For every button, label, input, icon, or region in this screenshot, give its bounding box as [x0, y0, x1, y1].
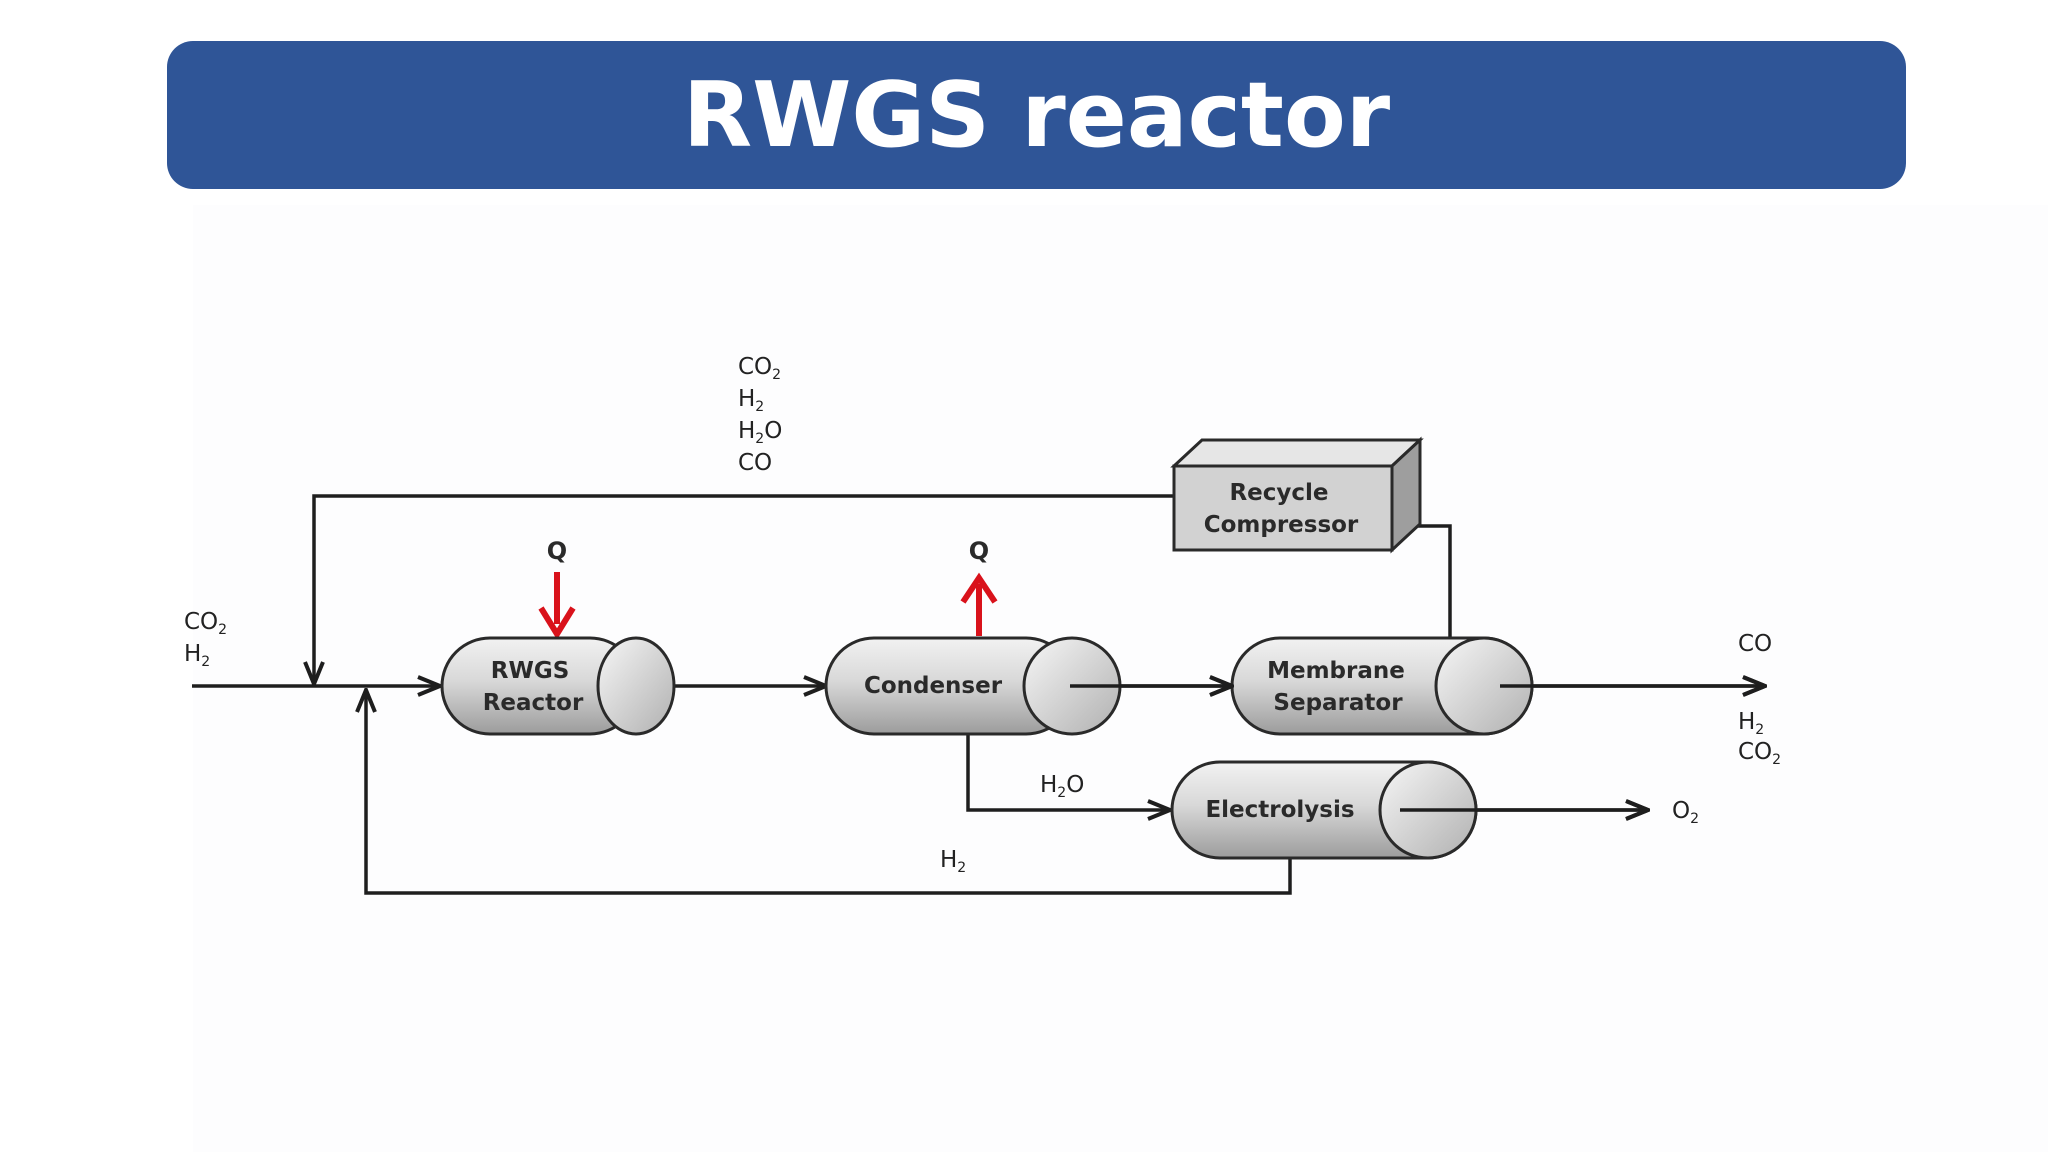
- recycle-compressor-label-2: Compressor: [1204, 512, 1359, 538]
- oxygen-label: O2: [1672, 798, 1699, 827]
- product-label-co: CO: [1738, 631, 1772, 657]
- condensate-stream-line: [966, 734, 1170, 810]
- recycle-compressor-label-1: Recycle: [1229, 480, 1328, 506]
- product-label-h2: H2: [1738, 709, 1764, 738]
- membrane-separator-unit: [1230, 636, 1534, 736]
- hydrogen-return-label: H2: [940, 847, 966, 876]
- slide-title: RWGS reactor: [682, 62, 1391, 168]
- recycle-label-h2: H2: [738, 386, 764, 415]
- recycle-compressor-unit: [1170, 436, 1424, 554]
- recycle-stream-line: [314, 494, 1175, 684]
- electrolysis-label: Electrolysis: [1205, 797, 1354, 823]
- feed-label-h2: H2: [184, 641, 210, 670]
- membrane-separator-label-2: Separator: [1273, 690, 1403, 716]
- condensate-label-h2o: H2O: [1040, 772, 1084, 801]
- membrane-separator-label-1: Membrane: [1267, 658, 1405, 684]
- reactor-heat-label: Q: [547, 537, 567, 565]
- recycle-label-co: CO: [738, 450, 772, 476]
- rwgs-reactor-label-1: RWGS: [491, 658, 570, 684]
- rwgs-reactor-label-2: Reactor: [483, 690, 584, 716]
- recycle-label-co2: CO2: [738, 354, 781, 383]
- title-banner: RWGS reactor: [167, 41, 1906, 189]
- condenser-label: Condenser: [864, 673, 1003, 699]
- feed-label-co2: CO2: [184, 609, 227, 638]
- condenser-heat-arrow: [960, 572, 998, 636]
- condenser-heat-label: Q: [969, 537, 989, 565]
- reactor-heat-arrow: [538, 572, 576, 640]
- recycle-label-h2o: H2O: [738, 418, 782, 447]
- rwgs-reactor-unit: [440, 636, 676, 736]
- product-label-co2: CO2: [1738, 739, 1781, 768]
- hydrogen-return-line: [366, 690, 1292, 895]
